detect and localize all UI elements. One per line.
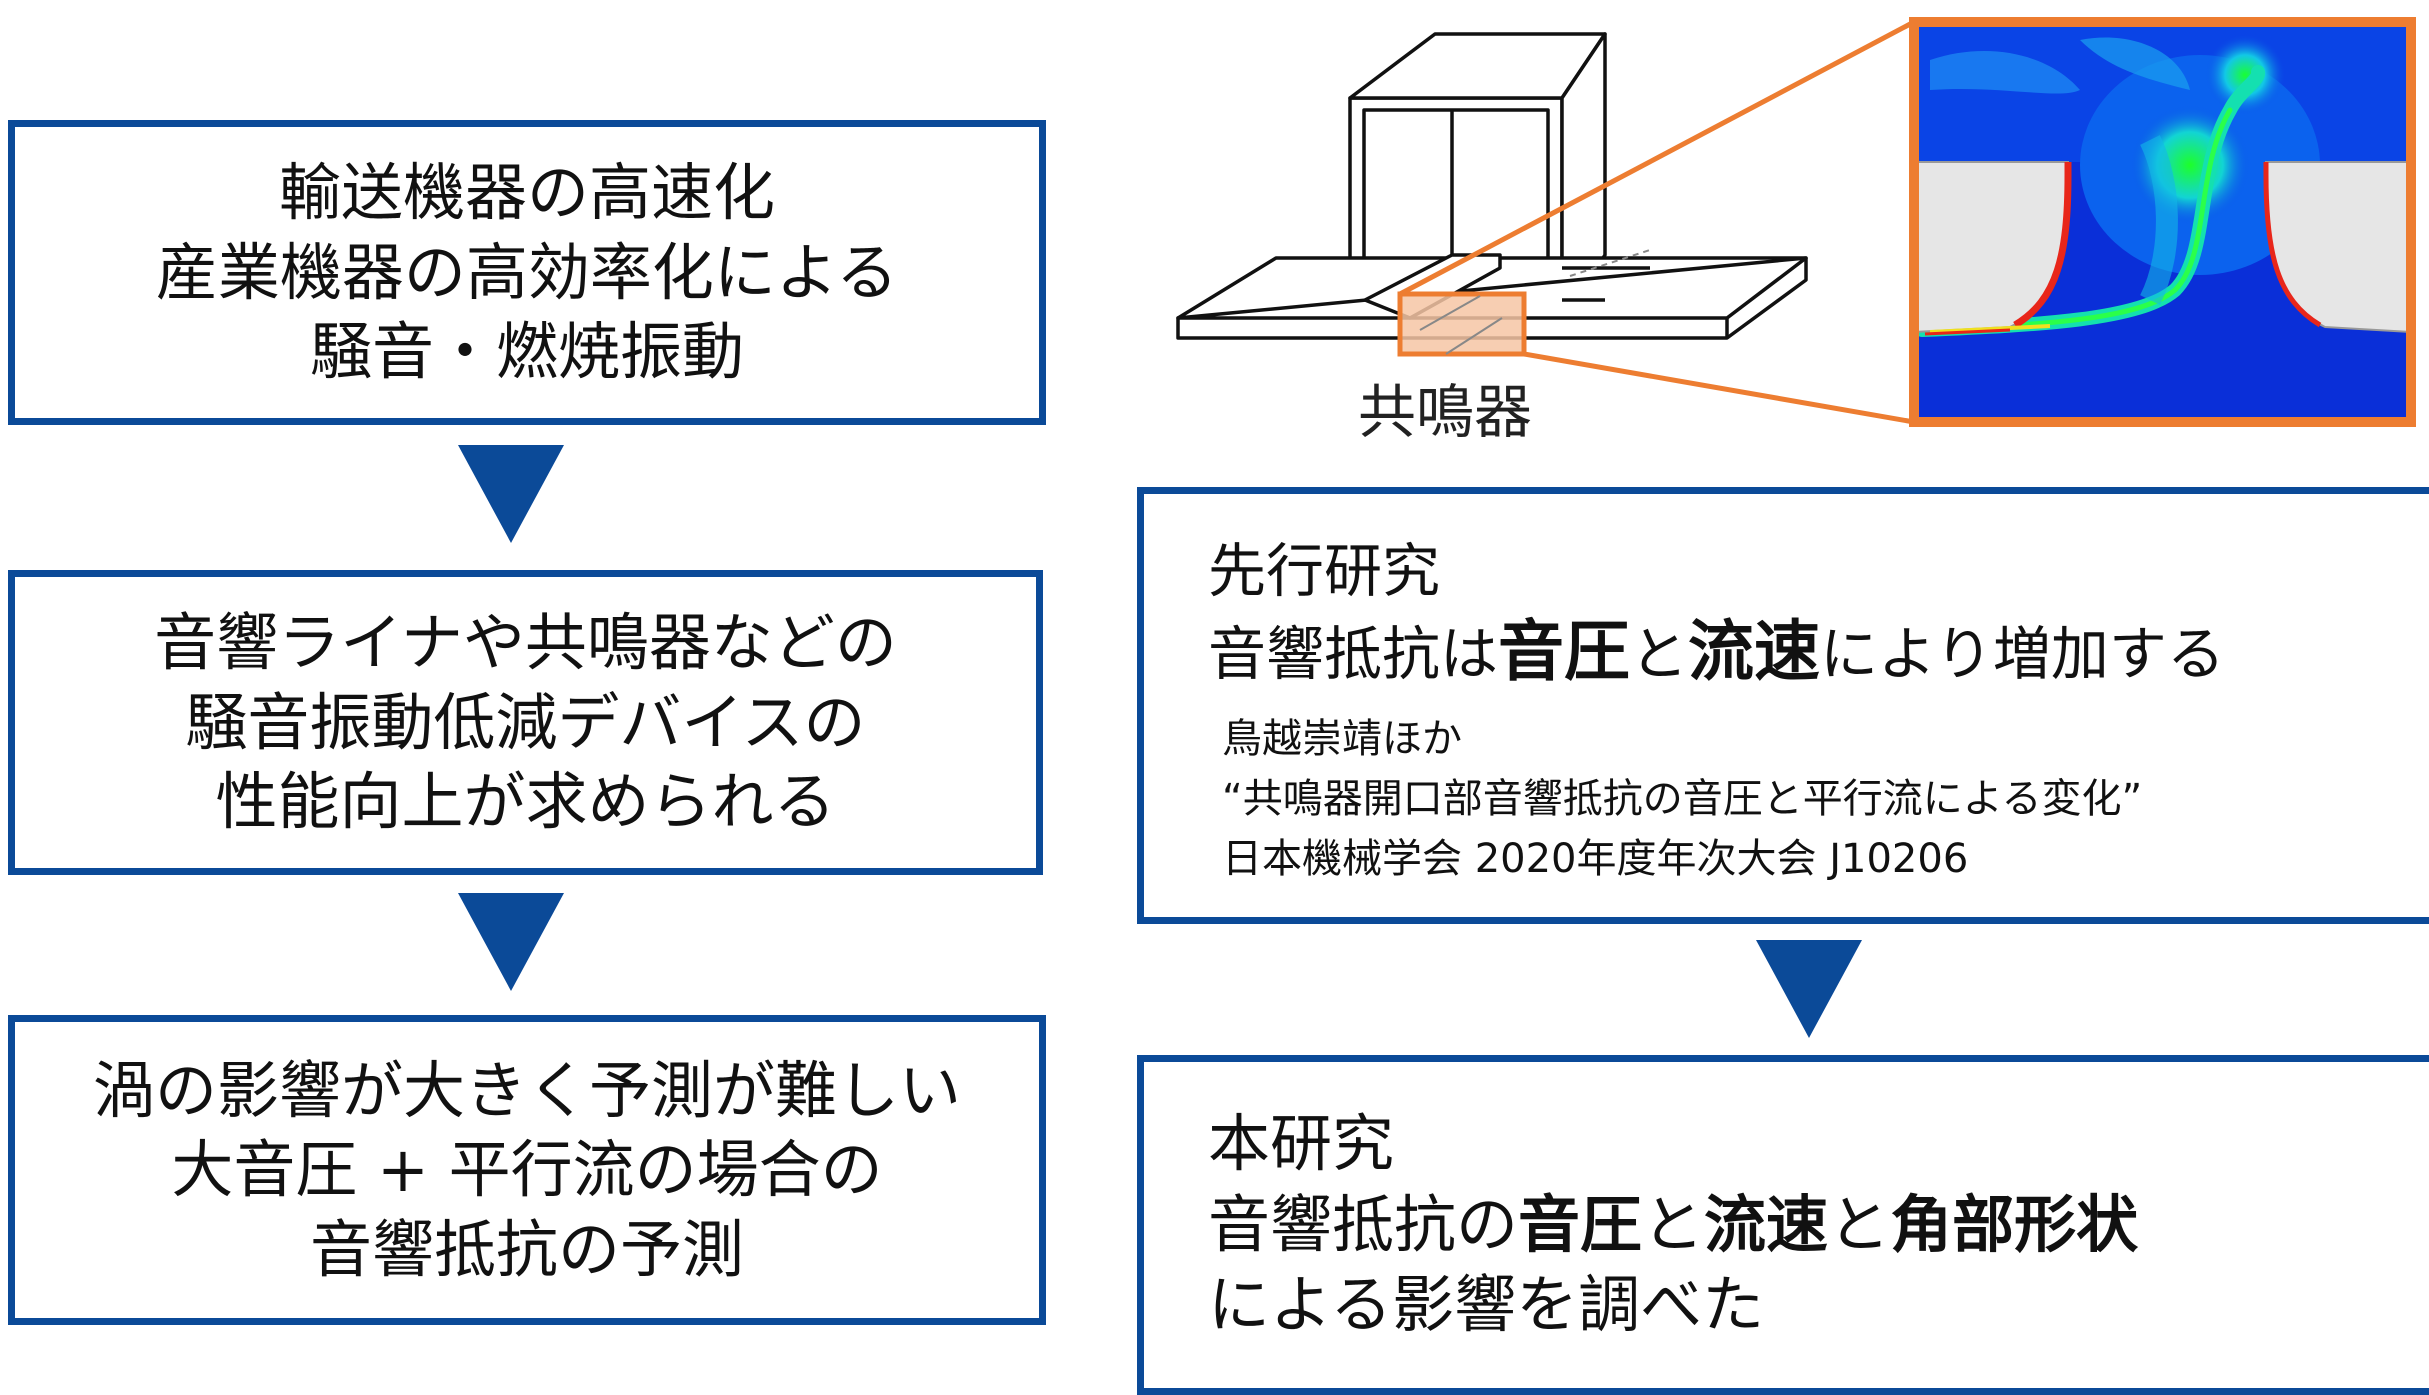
finding-bold-velocity: 流速 <box>1688 613 1821 691</box>
flow-box-problem: 渦の影響が大きく予測が難しい 大音圧 + 平行流の場合の 音響抵抗の予測 <box>8 1015 1046 1325</box>
flow-box-1-line-1: 輸送機器の高速化 <box>278 156 775 230</box>
flow-box-1-line-3: 騒音・燃焼振動 <box>309 315 744 389</box>
research-text: 音響抵抗の <box>1208 1187 1519 1261</box>
this-research-line-2: による影響を調べた <box>1208 1268 1765 1342</box>
zoom-line-top <box>1398 19 1916 297</box>
finding-text: 音響抵抗は <box>1208 620 1499 689</box>
flow-box-3-line-2: 大音圧 + 平行流の場合の <box>171 1133 883 1207</box>
finding-text: により増加する <box>1820 620 2225 689</box>
this-research-box: 本研究 音響抵抗の音圧と流速と角部形状 による影響を調べた <box>1137 1055 2429 1395</box>
neck-highlight <box>1397 291 1527 357</box>
resonator-label: 共鳴器 <box>1358 378 1532 446</box>
prior-research-finding: 音響抵抗は音圧と流速により増加する <box>1208 609 2370 695</box>
down-arrow-3 <box>1756 940 1862 1038</box>
flow-box-3-line-3: 音響抵抗の予測 <box>309 1212 744 1286</box>
prior-research-box: 先行研究 音響抵抗は音圧と流速により増加する 鳥越崇靖ほか “共鳴器開口部音響抵… <box>1137 487 2429 924</box>
reference-venue: 日本機械学会 2020年度年次大会 J10206 <box>1222 836 1969 883</box>
flow-box-2-line-3: 性能向上が求められる <box>215 765 836 839</box>
cfd-flow-image <box>1914 22 2411 422</box>
flow-box-challenge: 音響ライナや共鳴器などの 騒音振動低減デバイスの 性能向上が求められる <box>8 570 1043 875</box>
finding-bold-pressure: 音圧 <box>1498 613 1631 691</box>
cfd-inset-frame <box>1909 17 2416 427</box>
down-arrow-1 <box>458 445 564 543</box>
this-research-heading: 本研究 <box>1208 1107 1395 1180</box>
flow-box-background: 輸送機器の高速化 産業機器の高効率化による 騒音・燃焼振動 <box>8 120 1046 425</box>
research-text: と <box>1828 1187 1891 1261</box>
resonator-figure: 共鳴器 <box>1176 17 2416 446</box>
flow-box-3-line-1: 渦の影響が大きく予測が難しい <box>92 1053 961 1127</box>
bold-corner-shape: 角部形状 <box>1890 1187 2139 1261</box>
reference-title: “共鳴器開口部音響抵抗の音圧と平行流による変化” <box>1222 776 2143 823</box>
bold-velocity: 流速 <box>1704 1187 1829 1261</box>
this-research-line-1: 音響抵抗の音圧と流速と角部形状 <box>1208 1185 2370 1266</box>
down-arrow-2 <box>458 893 564 991</box>
research-text: と <box>1642 1187 1705 1261</box>
zoom-line-bottom <box>1523 351 1915 425</box>
flow-box-2-line-1: 音響ライナや共鳴器などの <box>154 606 897 680</box>
bold-pressure: 音圧 <box>1518 1187 1643 1261</box>
flow-box-2-line-2: 騒音振動低減デバイスの <box>185 685 866 759</box>
reference-authors: 鳥越崇靖ほか <box>1222 716 1462 763</box>
flow-box-1-line-2: 産業機器の高効率化による <box>155 235 899 309</box>
finding-text: と <box>1630 620 1689 689</box>
prior-research-heading: 先行研究 <box>1208 537 1441 605</box>
reference-citation: 鳥越崇靖ほか “共鳴器開口部音響抵抗の音圧と平行流による変化” 日本機械学会 2… <box>1222 709 2370 889</box>
